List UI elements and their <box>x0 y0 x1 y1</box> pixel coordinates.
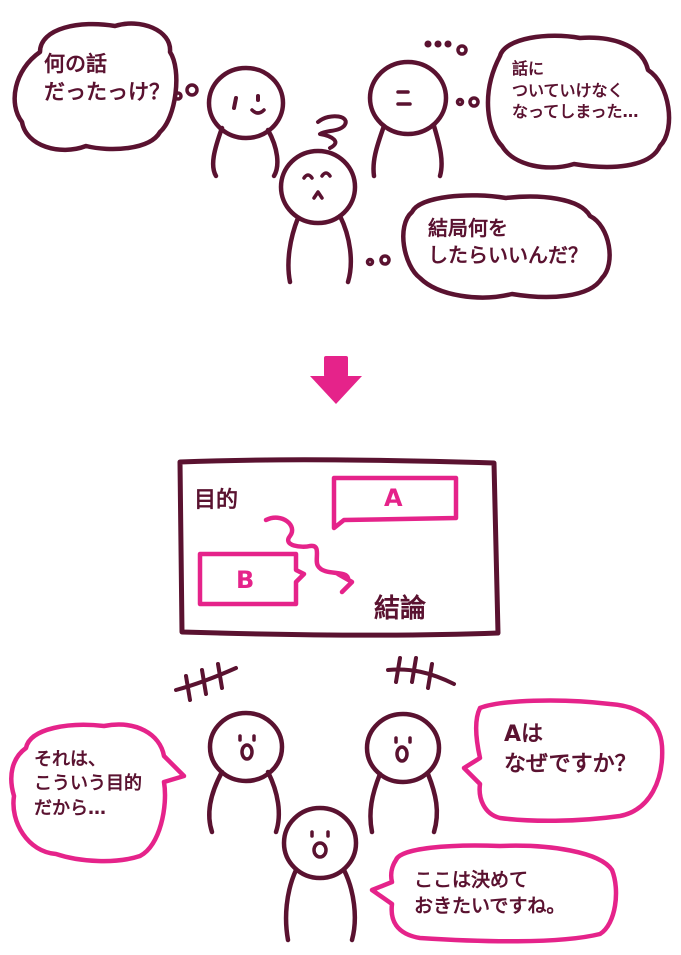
figure-top-right <box>370 42 466 176</box>
down-arrow-icon <box>310 356 362 404</box>
bubble-bottom-line-1: 結局何を <box>428 215 588 242</box>
lively-mark-left <box>176 664 236 700</box>
bubble-left-text: 何の話 だったっけ？ <box>44 50 170 107</box>
bottom-bubble-left-text: それは、 こういう目的 だから… <box>34 748 142 821</box>
bottom-bubble-right-line-2: なぜですか？ <box>504 750 637 780</box>
bottom-bubble-bottom-text: ここは決めて おきたいですね。 <box>414 868 565 919</box>
bubble-right-line-2: ついていけなく <box>512 80 639 102</box>
lively-mark-right <box>388 658 454 688</box>
bubble-right-text: 話に ついていけなく なってしまった… <box>512 58 639 123</box>
bubble-right-line-3: なってしまった… <box>512 101 639 123</box>
bottom-bubble-right-line-1: Aは <box>504 720 637 750</box>
bottom-bubble-right-text: Aは なぜですか？ <box>504 720 637 779</box>
purpose-label: 目的 <box>194 482 238 514</box>
bubble-bottom-text: 結局何を したらいいんだ？ <box>428 215 588 269</box>
figure-bottom-left <box>209 713 282 832</box>
bubble-left-line-1: 何の話 <box>44 50 170 78</box>
bubble-right-line-1: 話に <box>512 58 639 80</box>
figure-top-center <box>281 116 355 282</box>
bubble-bottom-line-2: したらいいんだ？ <box>428 242 588 269</box>
bottom-bubble-bottom-line-2: おきたいですね。 <box>414 894 565 920</box>
conclusion-label: 結論 <box>374 588 426 625</box>
bottom-bubble-bottom-line-1: ここは決めて <box>414 868 565 894</box>
figure-bottom-right <box>367 714 439 832</box>
card-b-label: B <box>236 566 254 594</box>
bottom-bubble-left-line-1: それは、 <box>34 748 142 772</box>
bottom-bubble-left-line-2: こういう目的 <box>34 772 142 796</box>
card-a-label: A <box>384 484 403 512</box>
figure-top-left <box>209 68 283 176</box>
figure-bottom-center <box>284 808 356 940</box>
bubble-left-line-2: だったっけ？ <box>44 78 170 106</box>
bottom-bubble-left-line-3: だから… <box>34 797 142 821</box>
